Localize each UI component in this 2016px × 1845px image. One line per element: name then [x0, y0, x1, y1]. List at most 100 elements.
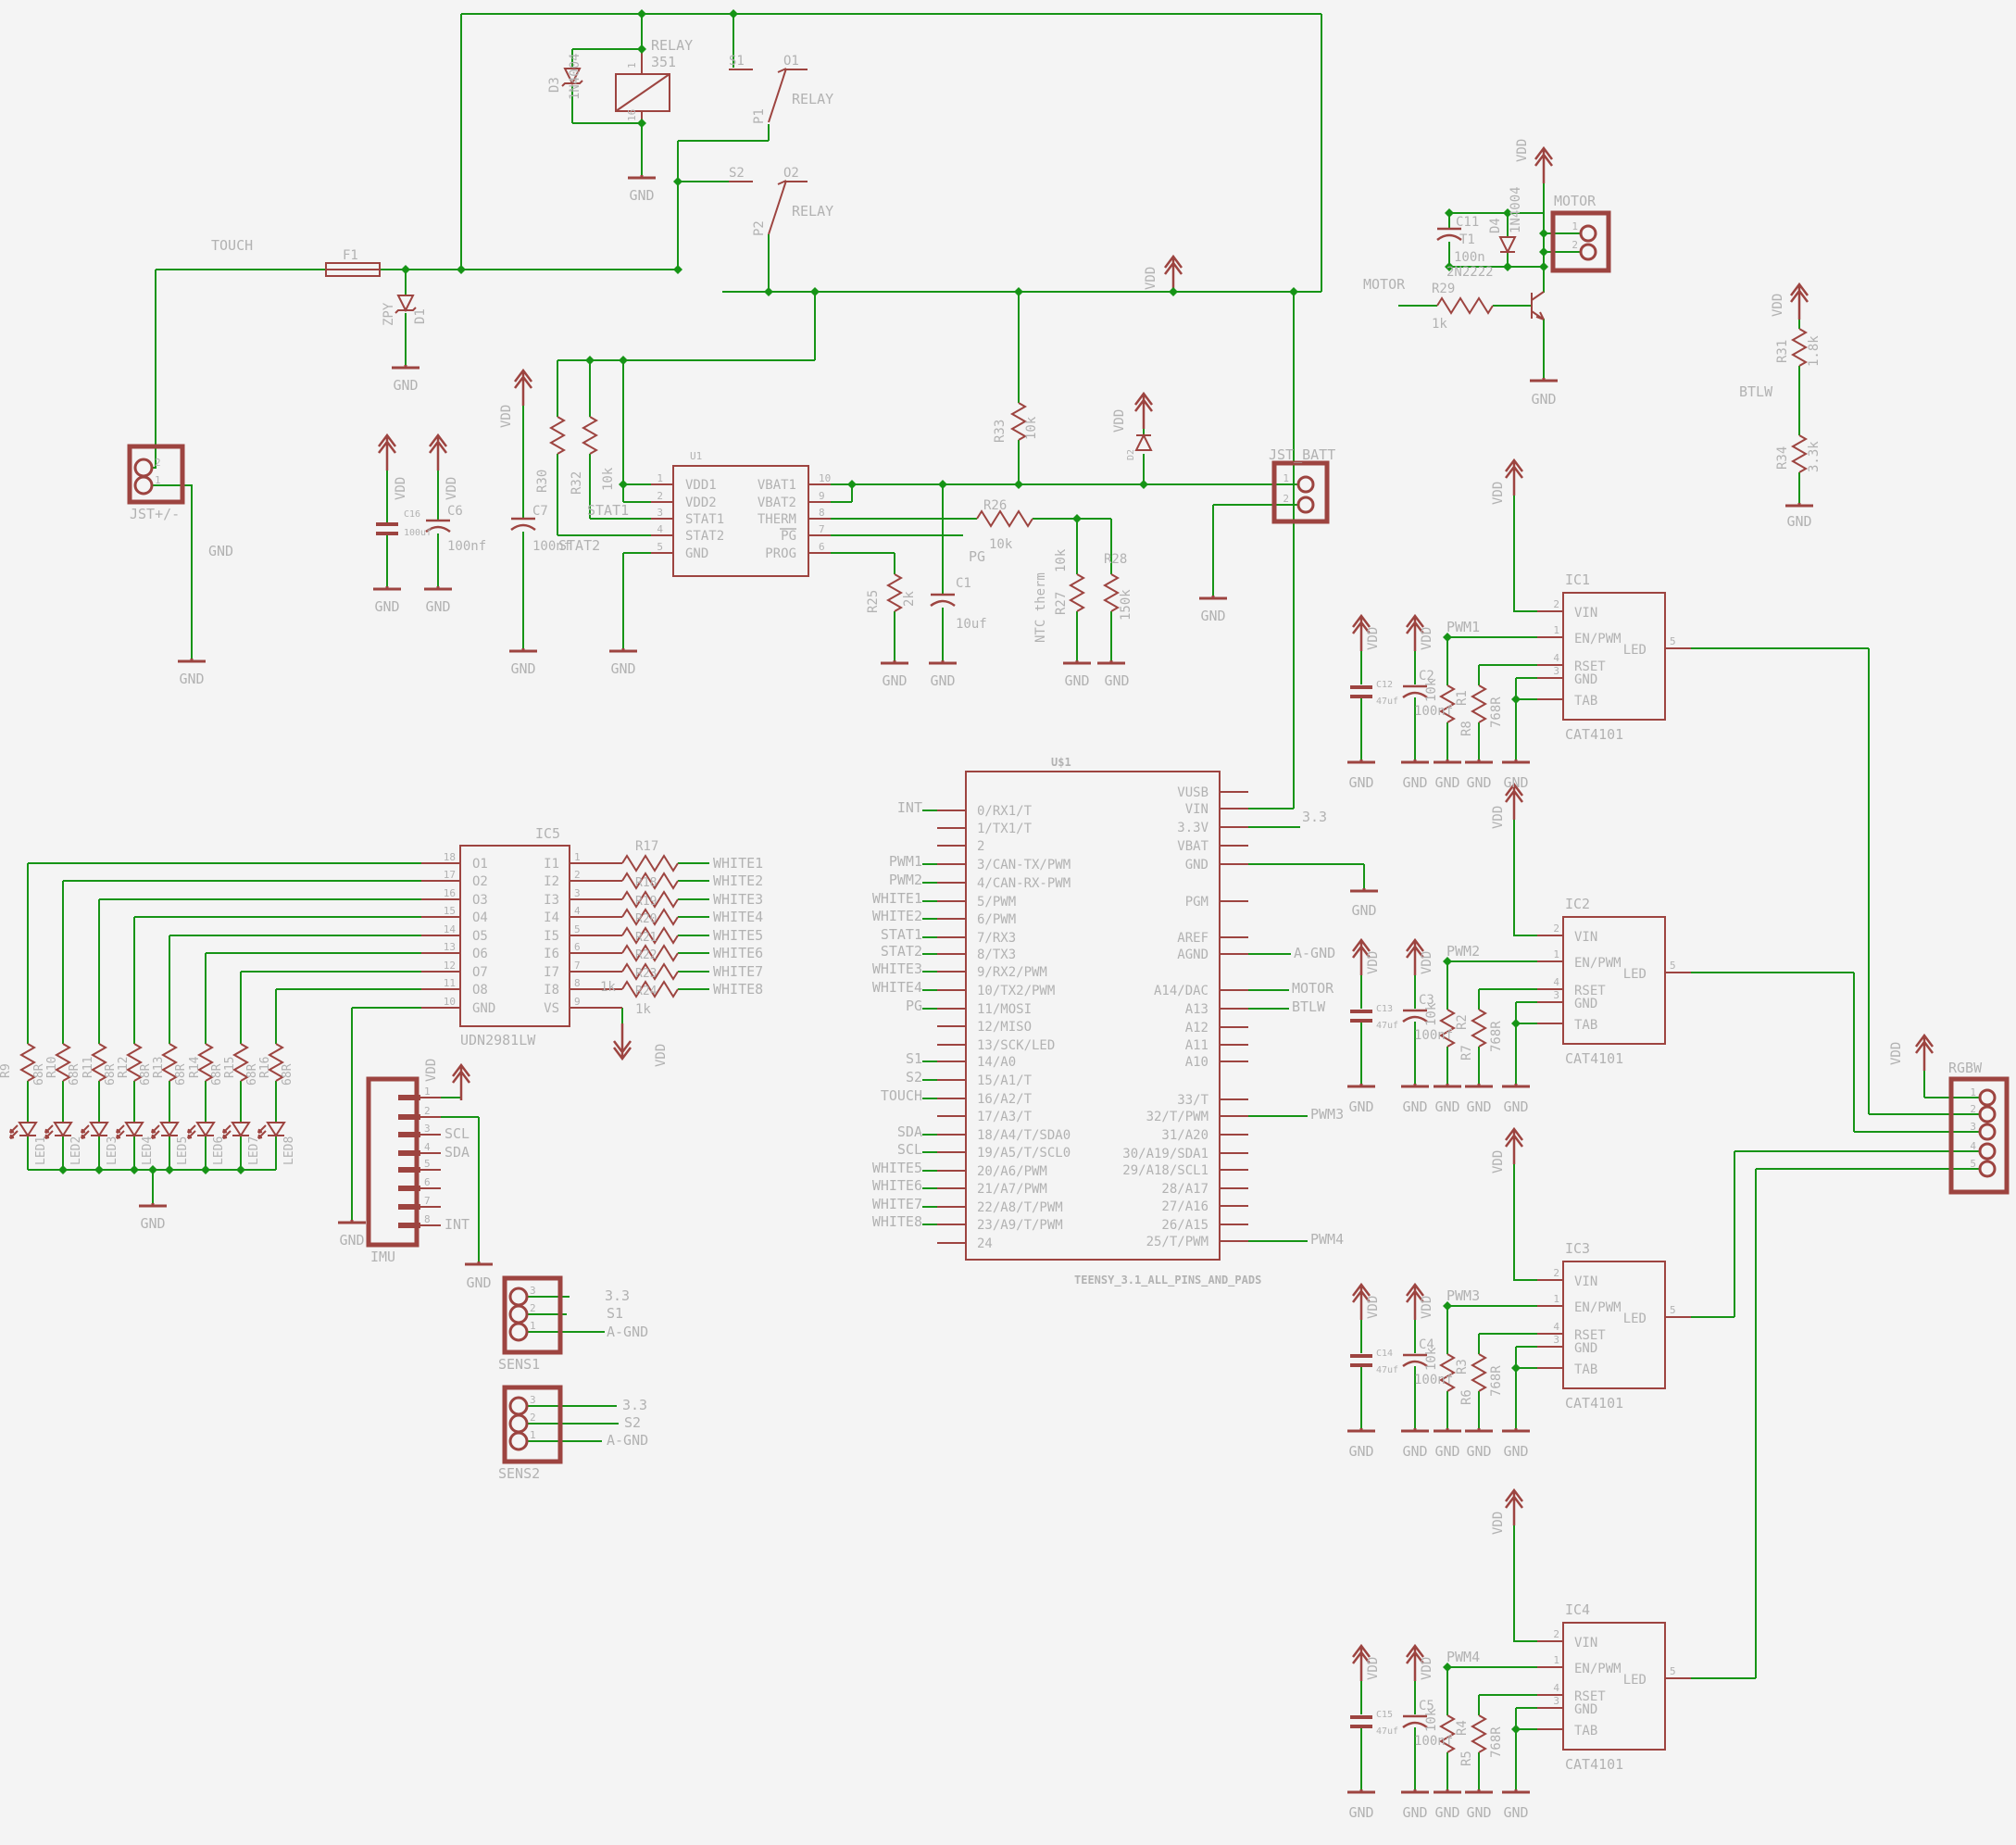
- u1-pin-VBAT2: VBAT2: [758, 496, 796, 510]
- IC2-pin-tab: TAB: [1574, 1018, 1597, 1033]
- IC1-pin-vin: VIN: [1574, 606, 1597, 621]
- label-LED3: LED3: [106, 1136, 119, 1165]
- label-R7: R7: [1459, 1045, 1474, 1061]
- teensy-pin-VUSB: VUSB: [1177, 785, 1208, 800]
- value-R2: 768R: [1489, 1021, 1504, 1052]
- teensy-pin-VIN: VIN: [1185, 802, 1208, 817]
- label-LED7: LED7: [247, 1136, 261, 1165]
- rgbw-num-3: 3: [1970, 1121, 1976, 1133]
- label-LED6: LED6: [212, 1136, 226, 1165]
- wire-touch-relay: [152, 13, 1322, 659]
- led4: [116, 1122, 144, 1139]
- net-WHITE7: WHITE7: [713, 963, 763, 980]
- SENS1-net-3.3: 3.3: [605, 1287, 630, 1304]
- net-pg: PG: [969, 548, 985, 565]
- gnd-jstpm: GND: [179, 671, 204, 687]
- gnd-symbols: [137, 173, 1815, 1794]
- pin-stubs: [398, 49, 1691, 1730]
- label-R15: R15: [223, 1057, 237, 1078]
- IC2-gnd-1: GND: [1402, 1098, 1427, 1115]
- label-p2: P2: [752, 220, 767, 236]
- teensy-net-TOUCH: TOUCH: [881, 1087, 922, 1104]
- teensy-pin-5/PWM: 5/PWM: [977, 895, 1016, 910]
- IC1-gnd-1: GND: [1402, 774, 1427, 791]
- teensy-pin-6/PWM: 6/PWM: [977, 912, 1016, 927]
- teensy-net-SCL: SCL: [897, 1141, 922, 1158]
- IC1-part: CAT4101: [1565, 726, 1623, 743]
- ic5-num-17: 17: [444, 869, 456, 881]
- IC4-pin-vin: VIN: [1574, 1636, 1597, 1650]
- value-r25: 2k: [902, 591, 917, 607]
- IC3-num-4: 4: [1553, 1321, 1559, 1333]
- net-PWM1: PWM1: [1446, 619, 1480, 635]
- stub-ic5: [421, 862, 622, 1009]
- ic5-pin-O5: O5: [472, 929, 488, 944]
- IC3-num-1: 1: [1553, 1293, 1559, 1305]
- teensy-pin-A11: A11: [1185, 1038, 1208, 1053]
- rgbw-ref: RGBW: [1948, 1060, 1983, 1076]
- label-R20: R20: [635, 912, 657, 926]
- IC1-vdd-a: VDD: [1366, 627, 1381, 650]
- wire-imu-sens: [441, 1097, 619, 1442]
- IC1-num-5: 5: [1670, 635, 1676, 647]
- resistor-r17: [621, 855, 679, 872]
- chip-ic5: [459, 845, 570, 1027]
- value-r17-r24-b: 1k: [600, 980, 616, 995]
- value-r26: 10k: [989, 537, 1013, 552]
- teensy-pin-18/A4/T/SDA0: 18/A4/T/SDA0: [977, 1128, 1071, 1143]
- ic5-pin-O8: O8: [472, 983, 488, 998]
- u1-num-9: 9: [819, 490, 825, 502]
- teensy-net-PWM1: PWM1: [889, 853, 922, 870]
- teensy-pin-30/A19/SDA1: 30/A19/SDA1: [1122, 1147, 1208, 1161]
- teensy-net-WHITE3: WHITE3: [872, 960, 922, 977]
- teensy-pin-24: 24: [977, 1236, 993, 1251]
- IC1-pin-led: LED: [1623, 643, 1647, 658]
- IC1-gnd-2: GND: [1434, 774, 1459, 791]
- vdd-c6: VDD: [445, 477, 459, 500]
- label-r25: R25: [866, 590, 881, 613]
- ic5-num-16: 16: [444, 887, 456, 899]
- ic5-pin-I3: I3: [544, 893, 559, 908]
- label-R11: R11: [81, 1057, 95, 1078]
- imu-ref: IMU: [370, 1249, 395, 1265]
- gnd-leds: GND: [140, 1215, 165, 1232]
- label-R6: R6: [1459, 1389, 1474, 1405]
- resistor-r34: [1792, 434, 1807, 473]
- teensy-pin-1/TX1/T: 1/TX1/T: [977, 822, 1033, 836]
- label-R12: R12: [117, 1057, 131, 1078]
- label-c6: C6: [447, 504, 463, 519]
- chip-u1: [672, 465, 809, 577]
- label-r29: R29: [1432, 282, 1455, 296]
- resistor-r25: [887, 573, 902, 612]
- IC3-vdd-a: VDD: [1366, 1296, 1381, 1319]
- gnd-c7: GND: [510, 660, 535, 677]
- teensy-pin-28/A17: 28/A17: [1161, 1182, 1208, 1197]
- IC3-pin-vin: VIN: [1574, 1274, 1597, 1289]
- IC4-pin-led: LED: [1623, 1673, 1647, 1688]
- IC1-pin-en: EN/PWM: [1574, 632, 1622, 646]
- vdd-ic5: VDD: [654, 1044, 669, 1067]
- jstbatt-pin2: 2: [1283, 493, 1289, 505]
- connector-jst-batt: [1271, 460, 1330, 524]
- value-t1: 2N2222: [1446, 265, 1494, 280]
- label-o1: O1: [783, 54, 799, 69]
- teensy-pin-A13: A13: [1185, 1002, 1208, 1017]
- teensy-net-A-GND: A-GND: [1294, 945, 1335, 961]
- SENS2-net-S2: S2: [624, 1414, 641, 1431]
- chip-ic4: [1562, 1622, 1666, 1751]
- ic5-pin-GND: GND: [472, 1001, 495, 1016]
- IC4-pin-rset: RSET: [1574, 1689, 1606, 1704]
- label-C14: C14: [1376, 1349, 1393, 1359]
- imu-num-6: 6: [424, 1176, 431, 1188]
- IC3-num-2: 2: [1553, 1267, 1559, 1279]
- IC3-num-5: 5: [1670, 1304, 1676, 1316]
- teensy-net-PG: PG: [906, 998, 922, 1014]
- ic5-num-9: 9: [574, 996, 581, 1008]
- SENS1-net-A-GND: A-GND: [607, 1324, 648, 1340]
- teensy-pin-29/A18/SCL1: 29/A18/SCL1: [1122, 1163, 1208, 1178]
- value-r33: 10k: [1024, 416, 1039, 440]
- teensy-pin-8/TX3: 8/TX3: [977, 948, 1016, 962]
- teensy-net-SDA: SDA: [897, 1123, 922, 1140]
- imu-num-3: 3: [424, 1123, 431, 1135]
